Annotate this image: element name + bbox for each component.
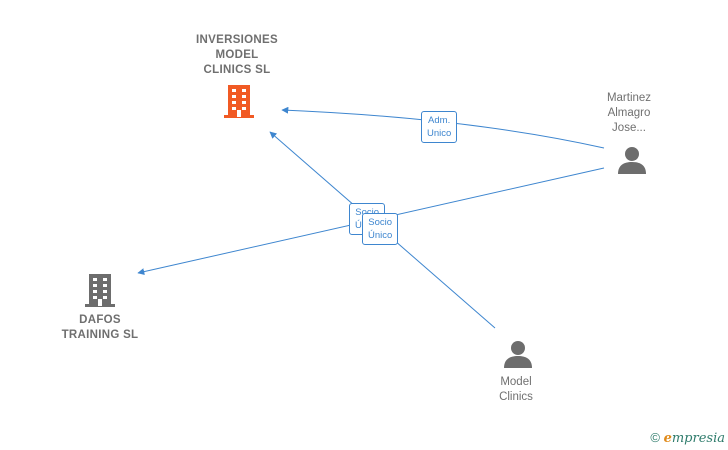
logo-letter: e xyxy=(663,431,672,446)
label-line: Jose... xyxy=(612,122,646,134)
building-icon[interactable] xyxy=(223,83,255,119)
label-line: CLINICS SL xyxy=(203,64,271,76)
label-line: Único xyxy=(368,230,393,241)
person-icon[interactable] xyxy=(617,145,647,175)
label-line: Socio xyxy=(355,206,379,219)
edge-label-socio-unico[interactable]: Socio Único xyxy=(362,213,399,245)
company-inversiones-label[interactable]: INVERSIONES MODEL CLINICS SL xyxy=(178,33,296,78)
label-line: Martinez xyxy=(606,92,652,104)
copyright-icon: © xyxy=(650,430,660,445)
label-line: Almagro xyxy=(607,107,651,119)
logo-text: mpresia xyxy=(671,431,725,446)
label-line: MODEL xyxy=(215,49,259,61)
person-model-clinics-label[interactable]: Model Clinics xyxy=(480,375,552,405)
label-line: Adm. xyxy=(428,115,451,126)
company-dafos-label[interactable]: DAFOS TRAINING SL xyxy=(45,313,155,343)
label-line: Socio xyxy=(368,217,393,228)
label-line: Model xyxy=(500,376,532,388)
person-martinez-label[interactable]: Martinez Almagro Jose... xyxy=(589,91,669,136)
empresia-logo: empresia xyxy=(664,431,725,446)
label-line: Clinics xyxy=(499,391,533,403)
footer-brand: © empresia xyxy=(650,430,725,446)
label-line: TRAINING SL xyxy=(61,329,139,341)
edge-label-adm-unico[interactable]: Adm. Unico xyxy=(421,111,458,143)
label-line: Unico xyxy=(427,128,452,139)
person-icon[interactable] xyxy=(503,339,533,369)
building-icon[interactable] xyxy=(84,272,116,308)
label-line: INVERSIONES xyxy=(196,34,278,46)
label-line: DAFOS xyxy=(79,314,121,326)
